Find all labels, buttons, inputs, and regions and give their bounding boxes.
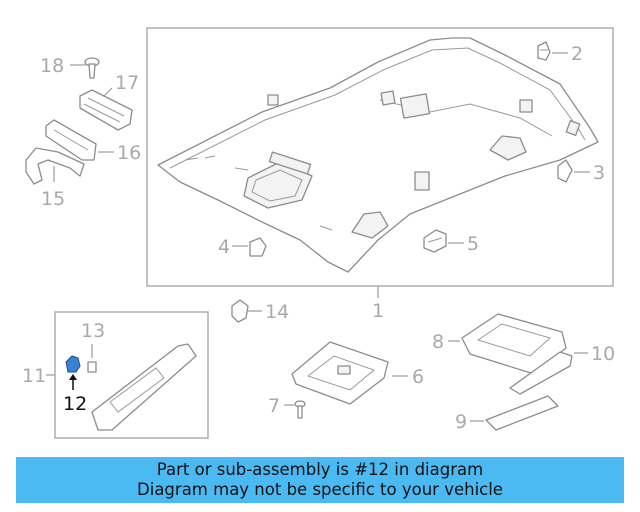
label-4: 4 (218, 236, 230, 258)
label-18: 18 (40, 55, 64, 77)
sun-visor-group-box (54, 311, 209, 439)
label-10: 10 (591, 343, 615, 365)
info-banner: Part or sub-assembly is #12 in diagram D… (16, 457, 624, 503)
label-2: 2 (571, 43, 583, 65)
part-6-console-bracket[interactable] (291, 341, 389, 405)
label-16: 16 (117, 142, 141, 164)
label-9: 9 (455, 411, 467, 433)
part-13-clip[interactable] (87, 361, 97, 373)
part-15-grip-handle[interactable] (25, 147, 85, 185)
part-16-bracket[interactable] (45, 119, 97, 161)
label-12: 12 (63, 393, 87, 415)
part-17-bracket[interactable] (79, 89, 133, 131)
banner-line-1: Part or sub-assembly is #12 in diagram (156, 460, 484, 479)
sun-visor-part[interactable] (91, 343, 197, 431)
label-7: 7 (268, 395, 280, 417)
part-4-clip[interactable] (249, 237, 267, 257)
label-8: 8 (432, 331, 444, 353)
banner-line-2: Diagram may not be specific to your vehi… (137, 480, 503, 499)
part-9-cover[interactable] (485, 395, 559, 431)
part-14-clip[interactable] (231, 299, 249, 323)
part-7-screw[interactable] (294, 400, 306, 419)
part-10-lamp-lens[interactable] (509, 351, 573, 395)
label-3: 3 (593, 162, 605, 184)
part-12-clip-highlighted[interactable] (65, 355, 81, 373)
part-2-clip[interactable] (537, 41, 551, 61)
part-18-screw[interactable] (84, 57, 100, 79)
headliner-part[interactable] (157, 37, 599, 273)
label-1: 1 (372, 300, 384, 322)
label-15: 15 (41, 188, 65, 210)
parts-diagram: 2 3 4 5 1 18 17 16 15 (22, 27, 615, 439)
part-5-bracket[interactable] (423, 229, 447, 253)
label-13: 13 (81, 320, 105, 342)
label-17: 17 (115, 72, 139, 94)
label-6: 6 (412, 366, 424, 388)
part-3-clip[interactable] (557, 159, 573, 183)
part-8-console-housing[interactable] (461, 313, 567, 375)
headliner-group-box (146, 27, 614, 287)
label-5: 5 (467, 233, 479, 255)
label-14: 14 (265, 301, 289, 323)
label-11: 11 (22, 365, 46, 387)
